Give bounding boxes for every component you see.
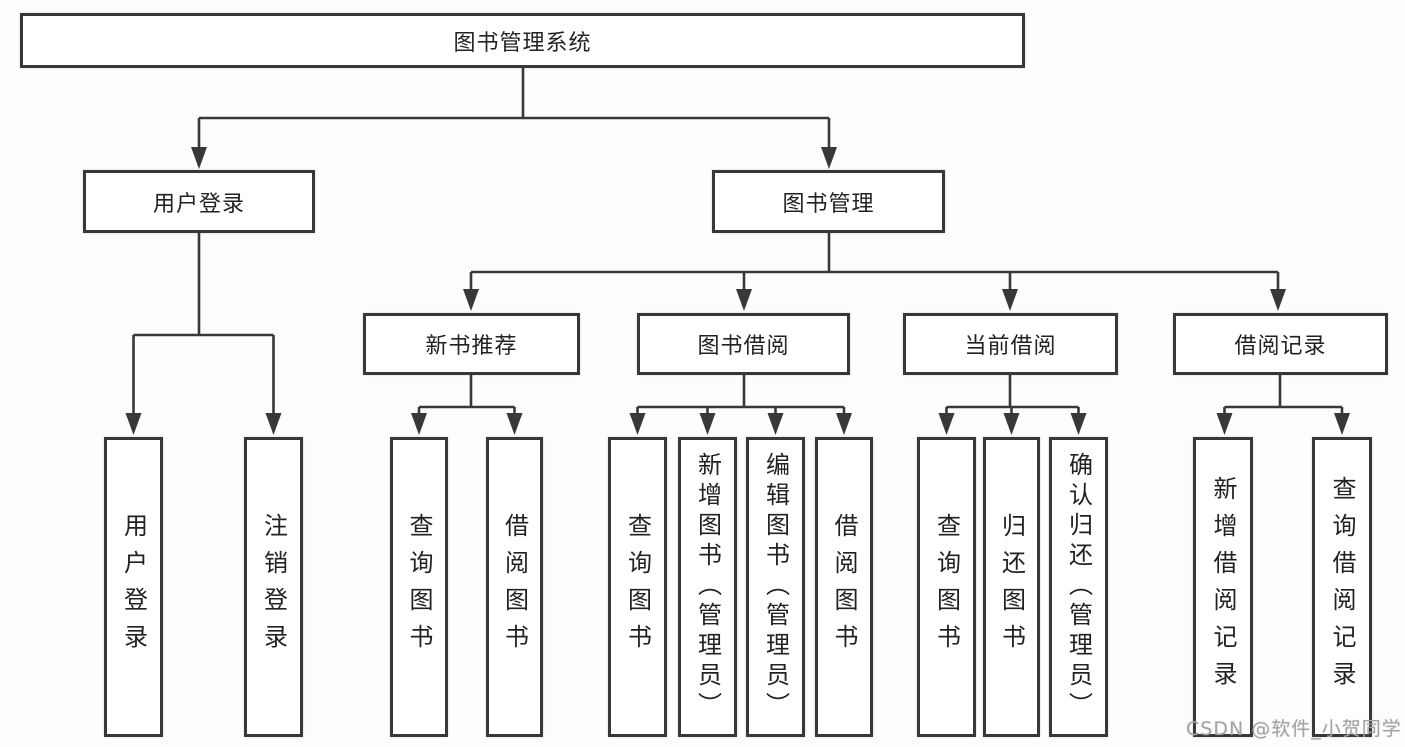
- arrowhead: [463, 289, 479, 311]
- node-book-borrowing: 图书借阅: [637, 313, 850, 375]
- arrowhead: [836, 413, 852, 435]
- arrowhead: [699, 413, 716, 435]
- arrowhead: [736, 289, 752, 311]
- leaf-add-borrow-record: 新增借阅记录: [1193, 437, 1253, 737]
- arrowhead: [1216, 413, 1233, 435]
- arrowhead: [1334, 413, 1350, 435]
- leaf-edit-books-admin: 编辑图书（管理员）: [746, 437, 805, 737]
- node-user-login: 用户登录: [83, 170, 315, 233]
- leaf-confirm-return-admin: 确认归还（管理员）: [1049, 437, 1108, 737]
- arrowhead: [1070, 413, 1087, 435]
- leaf-label: 查询图书: [932, 513, 961, 661]
- arrowhead: [411, 413, 427, 435]
- leaf-label: 查询借阅记录: [1328, 476, 1356, 698]
- arrowhead: [767, 413, 784, 435]
- csdn-watermark: CSDN @软件_小贺同学: [1186, 718, 1402, 740]
- connector-userlogin-to-leaves: [132, 233, 275, 415]
- leaf-logout: 注销登录: [244, 437, 303, 737]
- leaf-label: 确认归还（管理员）: [1064, 452, 1093, 722]
- arrowhead: [265, 413, 282, 435]
- leaf-label: 查询图书: [623, 513, 652, 661]
- leaf-label: 借阅图书: [830, 513, 858, 661]
- connector-root-to-level1: [197, 68, 831, 149]
- leaf-label: 新增借阅记录: [1209, 476, 1237, 698]
- leaf-label: 借阅图书: [500, 513, 529, 661]
- leaf-label: 查询图书: [405, 513, 433, 661]
- leaf-label: 归还图书: [997, 513, 1026, 661]
- arrowhead: [1270, 289, 1286, 311]
- leaf-add-books-admin: 新增图书（管理员）: [678, 437, 737, 737]
- leaf-return-books: 归还图书: [983, 437, 1040, 737]
- node-new-book-recommend: 新书推荐: [363, 313, 580, 375]
- leaf-label: 用户登录: [119, 513, 148, 661]
- node-borrowing-records: 借阅记录: [1173, 313, 1388, 375]
- leaf-borrow-books-1: 借阅图书: [486, 437, 543, 737]
- connector-newbooks-to-leaves: [417, 375, 516, 415]
- node-book-management: 图书管理: [712, 170, 945, 233]
- leaf-user-login: 用户登录: [104, 437, 163, 737]
- connector-currentborrow-to-leaves: [945, 375, 1080, 415]
- connector-bookmgmt-to-level2: [469, 233, 1280, 291]
- leaf-borrow-books-2: 借阅图书: [815, 437, 873, 737]
- connector-borrowrecords-to-leaves: [1223, 375, 1344, 415]
- leaf-query-books-3: 查询图书: [917, 437, 976, 737]
- node-root-system: 图书管理系统: [20, 13, 1025, 68]
- arrowhead: [938, 413, 955, 435]
- arrowhead: [191, 147, 207, 169]
- arrowhead: [1002, 289, 1018, 311]
- leaf-query-borrow-record: 查询借阅记录: [1312, 437, 1372, 737]
- arrowhead: [125, 413, 142, 435]
- node-current-borrowing: 当前借阅: [903, 313, 1118, 375]
- arrowhead: [629, 413, 646, 435]
- arrowhead: [1003, 413, 1020, 435]
- leaf-label: 注销登录: [259, 513, 288, 661]
- leaf-label: 编辑图书（管理员）: [761, 452, 790, 722]
- arrowhead: [506, 413, 523, 435]
- connector-bookborrow-to-leaves: [636, 375, 846, 415]
- arrowhead: [821, 147, 837, 169]
- leaf-query-books-2: 查询图书: [608, 437, 667, 737]
- leaf-query-books-1: 查询图书: [390, 437, 448, 737]
- leaf-label: 新增图书（管理员）: [693, 452, 722, 722]
